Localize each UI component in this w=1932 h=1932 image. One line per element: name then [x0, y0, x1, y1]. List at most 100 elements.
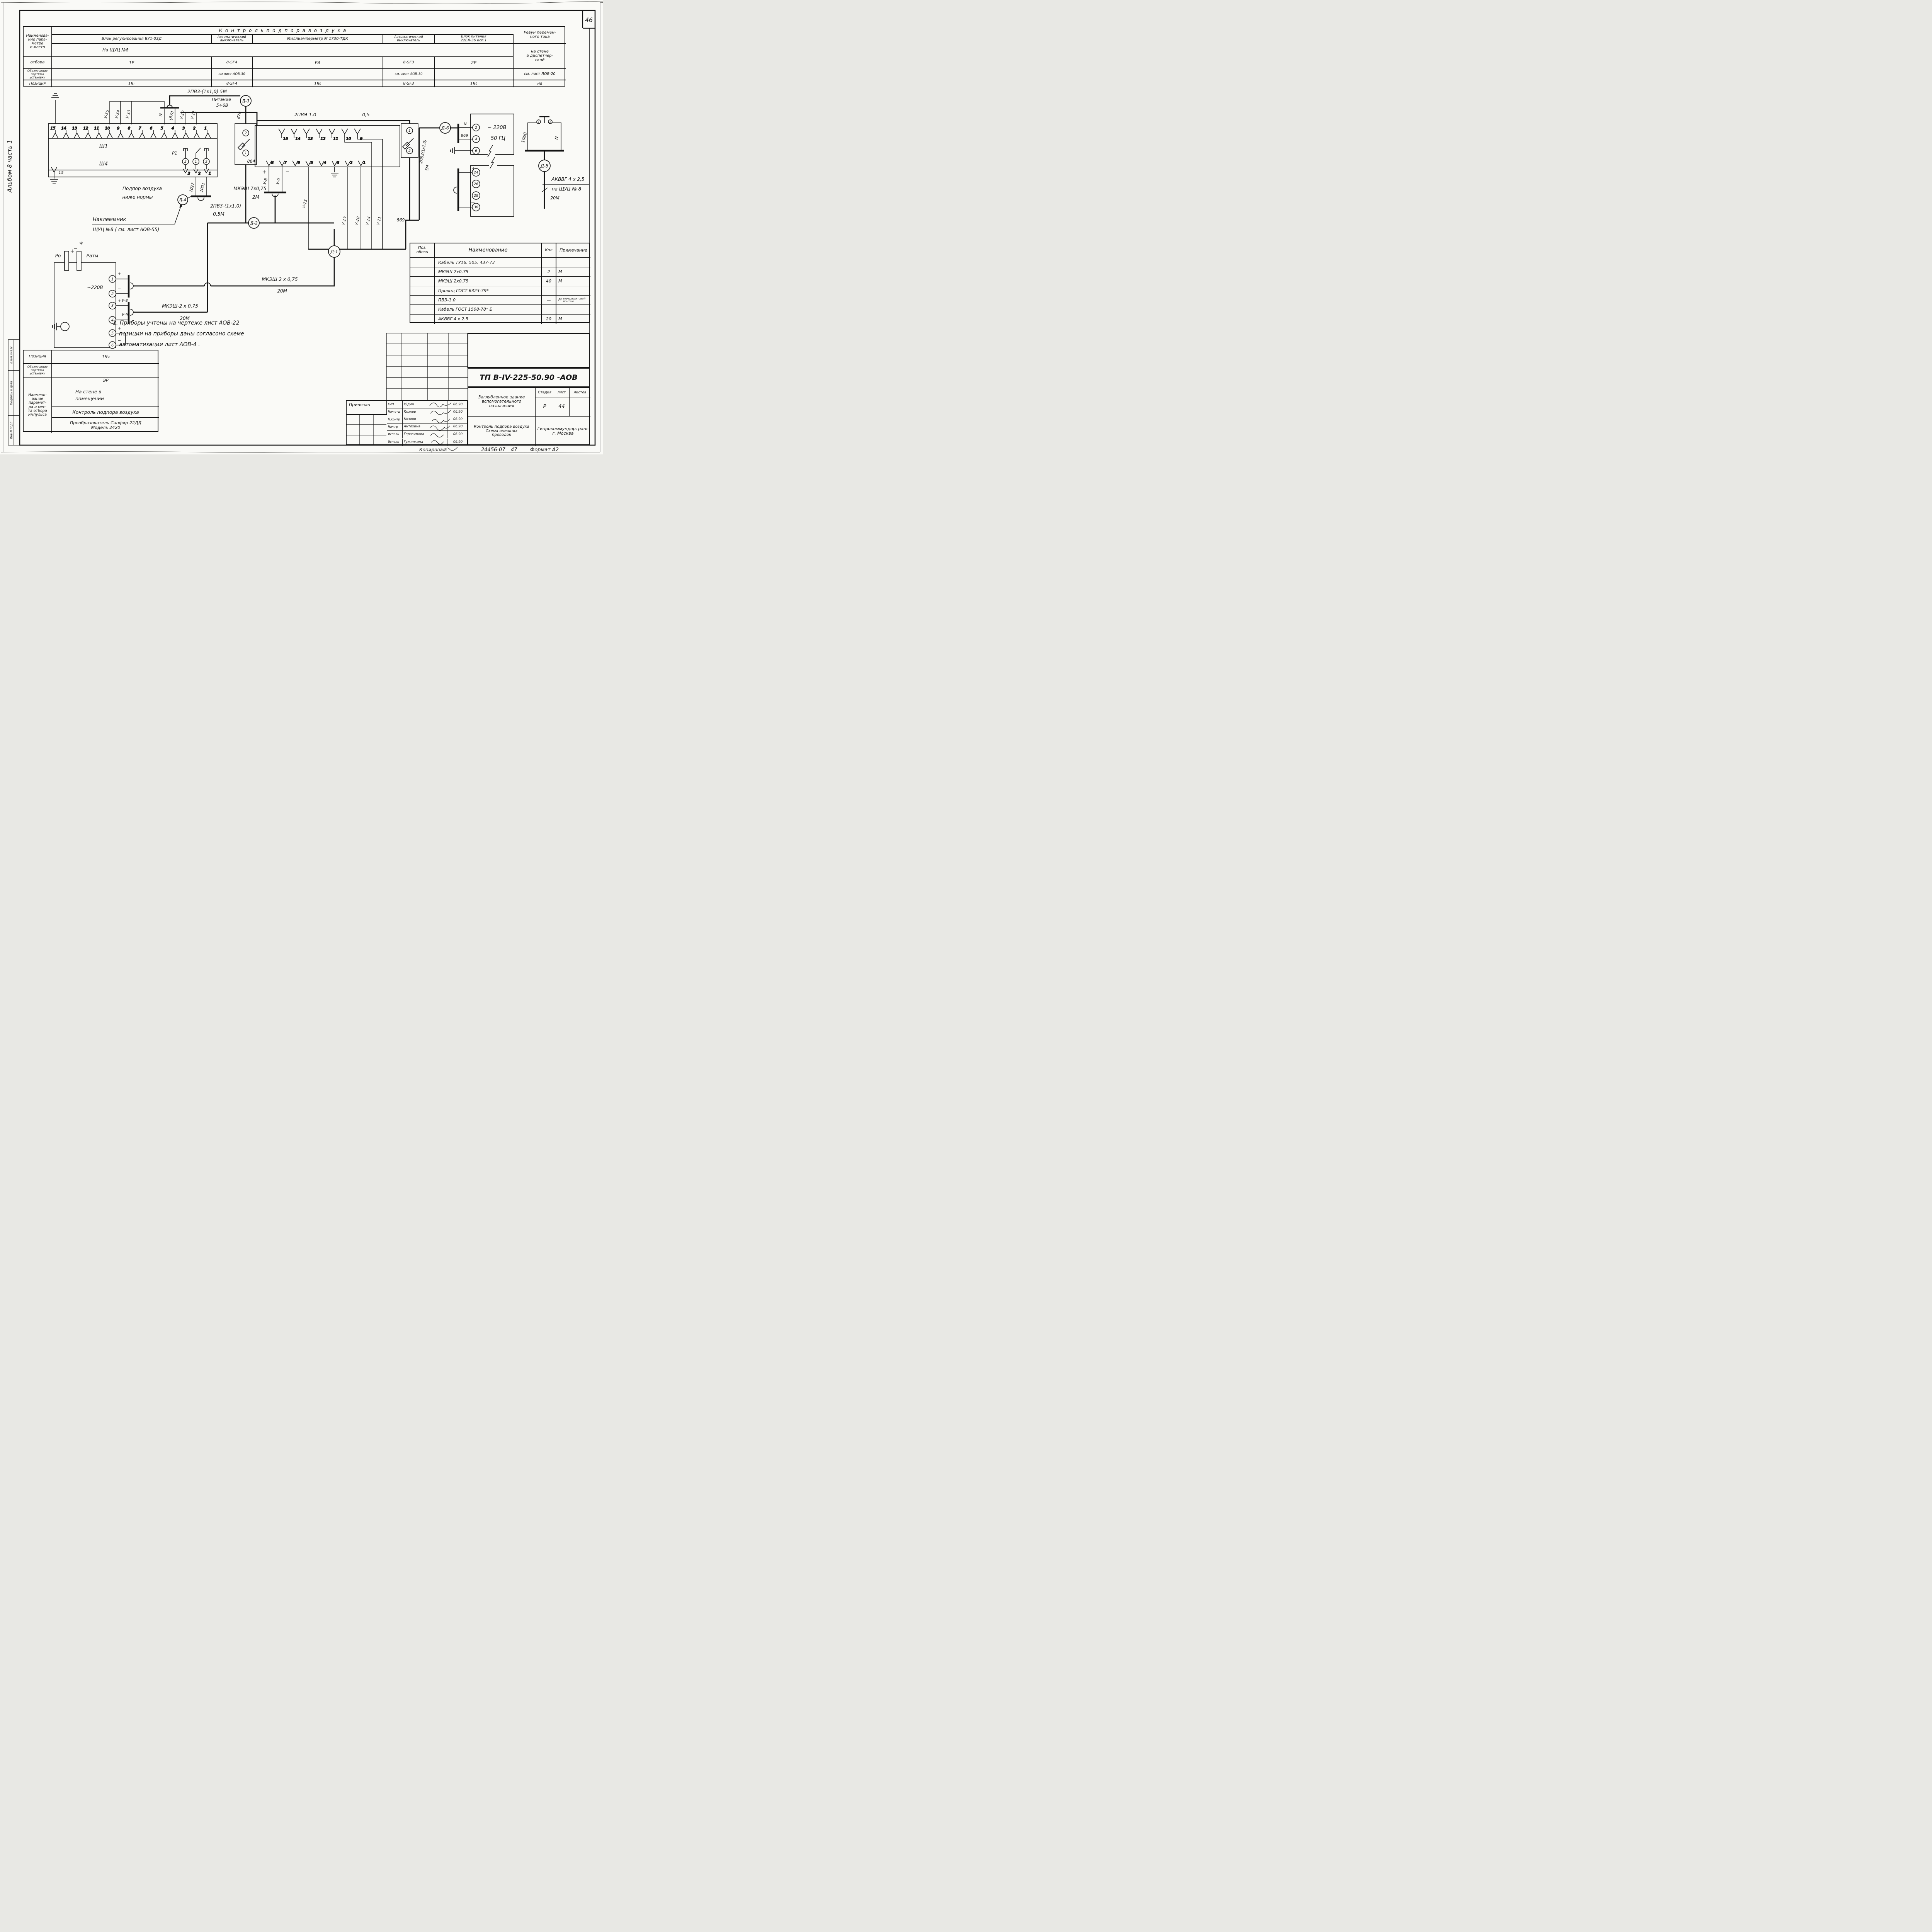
sheet-label: лист	[554, 388, 570, 398]
sig-name: Козлов	[403, 416, 428, 423]
materials-row-poscell	[410, 305, 435, 315]
ro-label: Ро	[55, 253, 61, 259]
left-box-top-fork-12	[85, 130, 91, 138]
p1-term3	[203, 158, 210, 165]
left-box-top-fork-2	[194, 130, 200, 138]
mid-box-bottom-fork-1	[358, 160, 364, 166]
p1-label: Р1	[172, 151, 177, 156]
v220-term2	[472, 124, 480, 131]
titleblock-docnumber-cell: ТП В-IV-225-50.90 -АОВ	[468, 368, 590, 387]
wire-u10-label: У-10	[179, 110, 185, 120]
ratm-label: Ратм	[87, 253, 99, 259]
materials-row-qty: 40	[542, 277, 556, 286]
margin-row-inv: Инв.N подл	[10, 422, 13, 439]
left-box-top-num-1: 1	[204, 126, 207, 131]
sw869-term1	[406, 127, 413, 134]
spec-title: К о н т р о л ь п о д п о р а в о з д у …	[52, 27, 514, 35]
privyazan-cell: Привязан	[347, 401, 387, 415]
pitanie-tap-symbol	[160, 105, 179, 109]
sig-name: Гужилкина	[403, 438, 428, 446]
sapfir-u9-label: У-9	[122, 313, 128, 317]
mid-box-top-fork-12	[316, 128, 323, 138]
v220-term6-label: 6	[475, 149, 477, 153]
naklemmnik-line1: Наклеммник	[93, 217, 126, 223]
left-box-top-num-13: 13	[72, 126, 77, 131]
mid-box-top-num-10: 10	[346, 137, 351, 141]
podpor-note-line1: Подпор воздуха	[122, 186, 162, 191]
left-box-top-fork-7	[139, 130, 145, 138]
spec-pos-4-base: 8-SF3	[403, 81, 414, 86]
spec-lastcol-drawing: см. лист ЛОВ-20	[514, 69, 566, 80]
mid-box-bottom-fork-7	[279, 160, 285, 166]
spec-device-3: Миллиамперметр М 1730-ТДК	[253, 35, 383, 44]
spec-label-big: Наименова- ние пара- метра и место	[24, 27, 52, 57]
mid-box-bottom-num-7: 7	[284, 161, 287, 165]
v220-term6	[472, 147, 480, 155]
marker-d2	[248, 217, 260, 229]
marker-d6-label: Д-6	[441, 126, 449, 131]
spec-device-2: Автоматический выключатель	[212, 35, 253, 44]
akvvg-dest: на ЩУЦ № 8	[552, 186, 582, 192]
left-box-top-fork-15	[52, 130, 58, 138]
mid-box-bottom-fork-5	[305, 160, 311, 166]
left-box-top-num-2: 2	[193, 126, 196, 131]
spec-tag-2: 8-SF4	[212, 57, 253, 69]
wire-u13b-label: У-13	[341, 216, 347, 226]
marker-d3	[240, 95, 252, 107]
project-name: Заглубленное здание вспомогательного наз…	[468, 388, 536, 417]
p1-relay-contact	[183, 148, 209, 169]
sig-role: Исполн	[387, 431, 403, 439]
mkesh7-len: 2М	[252, 194, 260, 200]
v220-term4-label: 4	[475, 138, 477, 141]
left-box-top-num-8: 8	[128, 126, 130, 131]
spec-pos-5-sup: б	[475, 82, 478, 85]
sig-date: 06.90	[447, 431, 468, 439]
minus-30-label: −	[471, 200, 475, 206]
spec-pos-3-base: 19	[314, 81, 320, 87]
sw869-term1-label: 1	[408, 129, 411, 133]
sig-name: Герасимова	[403, 431, 428, 439]
copy-doc: 24456-07	[481, 447, 505, 453]
wire-u10b-label: У-10	[354, 216, 361, 226]
materials-header-note: Примечание	[556, 243, 590, 258]
materials-row-poscell	[410, 296, 435, 305]
spec-pos-1-sup: г	[133, 82, 135, 85]
ground-symbols	[50, 93, 473, 330]
spec-drawing-4: см. лист АОВ-30	[383, 69, 435, 80]
marker-d4-label: Д-4	[179, 197, 187, 202]
drawing-title: Контроль подпора воздуха Схема внешних п…	[468, 417, 536, 446]
sig-name: Козлов	[403, 408, 428, 416]
plus-mid-label: +	[262, 169, 267, 175]
left-terminal-box	[48, 123, 218, 177]
postable-poz-base: 19	[102, 354, 108, 360]
note-line3: автоматизации лист АОВ-4 .	[119, 342, 200, 348]
mid-box-bottom-fork-4	[318, 160, 325, 166]
wire-u11-label: У-11	[190, 110, 196, 120]
middle-terminal-box	[255, 125, 400, 167]
spec-tag-4: 8-SF3	[383, 57, 435, 69]
materials-row-name: Кабель ГОСТ 1508-78* Е	[435, 305, 542, 315]
sig-autograph	[428, 401, 447, 409]
left-box-top-num-5: 5	[161, 126, 163, 131]
marker-d6	[439, 122, 451, 134]
mid-box-bottom-fork-3	[332, 160, 338, 166]
spec-pos-5-base: 19	[470, 81, 476, 87]
copy-format: Формат А2	[530, 447, 559, 453]
sapfir-minus4: −	[117, 313, 121, 318]
materials-header-qty: Кол	[542, 243, 556, 258]
left-box-top-fork-1	[205, 130, 211, 138]
spec-drawing-2: см лист АОВ-30	[212, 69, 253, 80]
sapfir-minus2: −	[117, 286, 121, 291]
btn-term1-label: 1	[538, 121, 539, 124]
left-box-top-fork-9	[117, 130, 124, 138]
left-box-top-num-11: 11	[94, 126, 99, 131]
wire-870-label: 870	[169, 111, 175, 119]
marker-d5-label: Д-5	[540, 163, 548, 168]
titleblock-signatures: Привязан ГИП Юдин 06.90 Нач.отд Козлов 0…	[346, 400, 468, 446]
titleblock-grids	[346, 333, 590, 445]
term15-bottom-label: 15	[59, 171, 64, 175]
postable-value-oboznach: —	[52, 364, 159, 378]
album-edge-label: Альбом 8 часть 1	[6, 140, 13, 193]
materials-note-small: внутрищитовой монтаж	[563, 297, 586, 303]
plus-24-label: +	[472, 166, 476, 172]
